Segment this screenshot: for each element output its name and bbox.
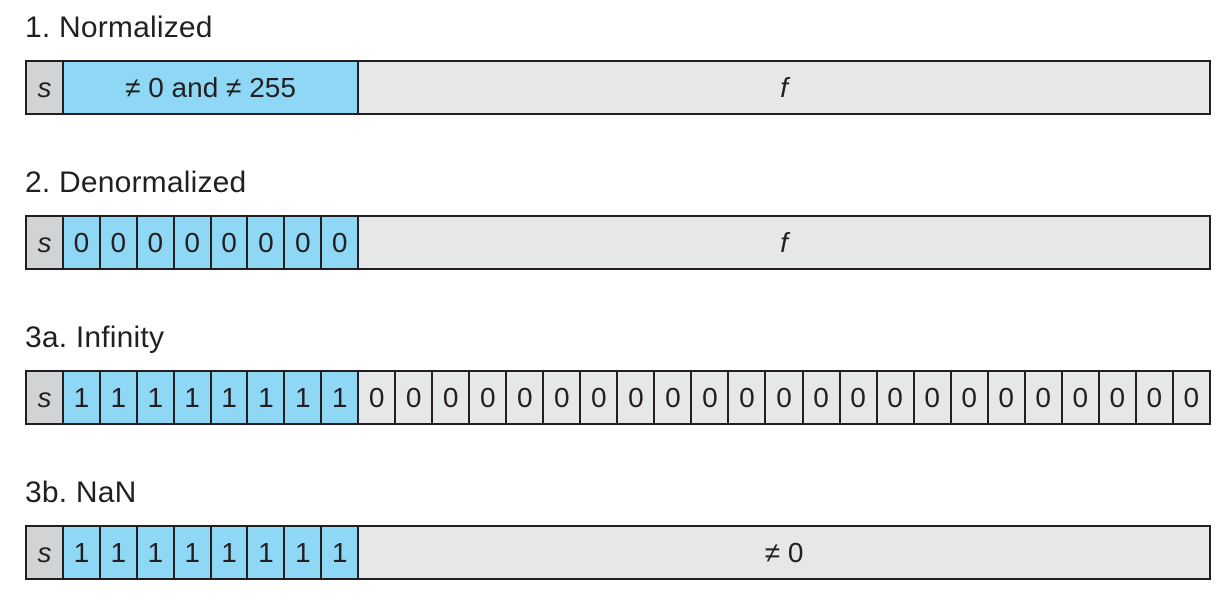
fraction-bit-cell: 0 (542, 370, 582, 425)
exponent-bit-cell: 1 (98, 525, 138, 580)
fraction-bit-cell: 0 (394, 370, 434, 425)
fraction-bit-cell: 0 (838, 370, 878, 425)
exponent-bit-cell: 1 (135, 370, 175, 425)
row-label-normalized: 1. Normalized (25, 11, 213, 44)
exponent-bit-cell: 0 (246, 215, 286, 270)
sign-bit-box: s (25, 60, 64, 115)
exponent-bit-cell: 1 (62, 370, 101, 425)
fraction-field-value: ≠ 0 (357, 525, 1211, 580)
sign-bit-box: s (25, 370, 64, 425)
exponent-bit-cell: 1 (172, 525, 212, 580)
exponent-bit-cell: 1 (62, 525, 101, 580)
fraction-bit-cell: 0 (653, 370, 693, 425)
exponent-bit-cell: 0 (283, 215, 323, 270)
exponent-bit-cell: 1 (98, 370, 138, 425)
fraction-bit-cell: 0 (1134, 370, 1174, 425)
fraction-bit-cell: 0 (579, 370, 619, 425)
exponent-bit-cell: 1 (246, 525, 286, 580)
fraction-bit-cell: 0 (1023, 370, 1063, 425)
fraction-bit-cell: 0 (986, 370, 1026, 425)
fraction-field-value: f (357, 60, 1211, 115)
fraction-bit-cell: 0 (505, 370, 545, 425)
exponent-field-value: ≠ 0 and ≠ 255 (62, 60, 359, 115)
exponent-bit-cell: 0 (62, 215, 101, 270)
fraction-bit-cell: 0 (1171, 370, 1211, 425)
fraction-bit-cell: 0 (875, 370, 915, 425)
row-label-denormalized: 2. Denormalized (25, 166, 247, 199)
fraction-bit-cell: 0 (357, 370, 397, 425)
fraction-bit-cell: 0 (1097, 370, 1137, 425)
exponent-bit-cell: 1 (209, 370, 249, 425)
fraction-bit-cell: 0 (727, 370, 767, 425)
fraction-bit-cell: 0 (801, 370, 841, 425)
fraction-bit-cell: 0 (468, 370, 508, 425)
exponent-bit-cell: 1 (283, 370, 323, 425)
exponent-bit-cell: 1 (209, 525, 249, 580)
fraction-bit-cell: 0 (616, 370, 656, 425)
fraction-bit-cell: 0 (949, 370, 989, 425)
fraction-field-value: f (357, 215, 1211, 270)
exponent-bit-cell: 1 (320, 370, 360, 425)
exponent-bit-cell: 1 (172, 370, 212, 425)
exponent-bit-cell: 1 (246, 370, 286, 425)
exponent-bit-cell: 1 (135, 525, 175, 580)
exponent-bit-cell: 0 (172, 215, 212, 270)
fraction-bit-cell: 0 (1060, 370, 1100, 425)
fraction-bit-cell: 0 (912, 370, 952, 425)
row-label-infinity: 3a. Infinity (25, 321, 165, 354)
exponent-bit-cell: 1 (320, 525, 360, 580)
fraction-bit-cell: 0 (690, 370, 730, 425)
fraction-bit-cell: 0 (764, 370, 804, 425)
exponent-bit-cell: 0 (320, 215, 360, 270)
fraction-bit-cell: 0 (431, 370, 471, 425)
sign-bit-box: s (25, 215, 64, 270)
exponent-bit-cell: 0 (135, 215, 175, 270)
exponent-bit-cell: 0 (98, 215, 138, 270)
exponent-bit-cell: 1 (283, 525, 323, 580)
row-label-nan: 3b. NaN (25, 476, 137, 509)
sign-bit-box: s (25, 525, 64, 580)
exponent-bit-cell: 0 (209, 215, 249, 270)
